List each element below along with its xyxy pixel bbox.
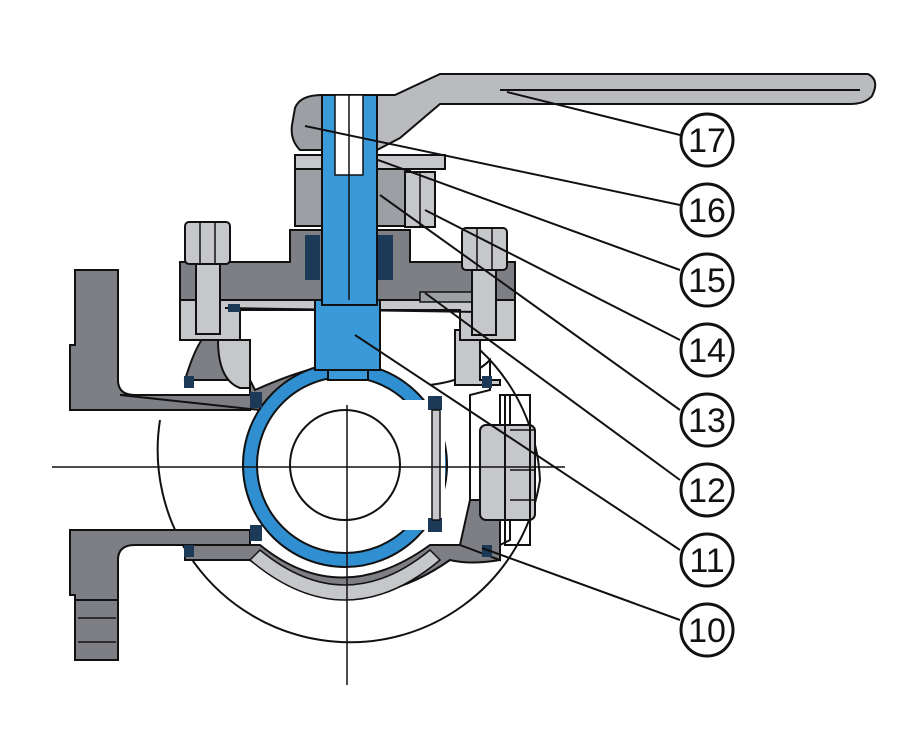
callout-circle — [679, 182, 735, 238]
callout-circle — [679, 462, 735, 518]
callout-number: 10 — [688, 612, 726, 650]
right-bolt — [461, 227, 508, 336]
callout-17: 17 — [679, 112, 735, 168]
callout-10: 10 — [679, 602, 735, 658]
callout-circle — [679, 532, 735, 588]
left-bolt — [184, 221, 251, 389]
callout-circle — [679, 112, 735, 168]
callout-labels: 17 16 15 14 13 12 11 10 — [679, 112, 735, 658]
right-body — [429, 329, 536, 562]
callout-12: 12 — [679, 462, 735, 518]
callout-circle — [679, 392, 735, 448]
ball — [184, 362, 492, 568]
callout-circle — [679, 322, 735, 378]
callout-14: 14 — [679, 322, 735, 378]
center-lines — [52, 405, 565, 685]
callout-number: 14 — [688, 332, 726, 370]
callout-number: 17 — [688, 122, 726, 160]
callout-15: 15 — [679, 252, 735, 308]
callout-number: 13 — [688, 402, 726, 440]
stem — [305, 94, 393, 381]
callout-circle — [679, 602, 735, 658]
callout-16: 16 — [679, 182, 735, 238]
callout-13: 13 — [679, 392, 735, 448]
callout-number: 16 — [688, 192, 726, 230]
callout-number: 12 — [688, 472, 726, 510]
callout-number: 11 — [689, 542, 724, 580]
lever-handle — [290, 73, 877, 152]
callout-11: 11 — [679, 532, 735, 588]
callout-circle — [679, 252, 735, 308]
leader-lines — [304, 91, 681, 621]
callout-number: 15 — [688, 262, 726, 300]
